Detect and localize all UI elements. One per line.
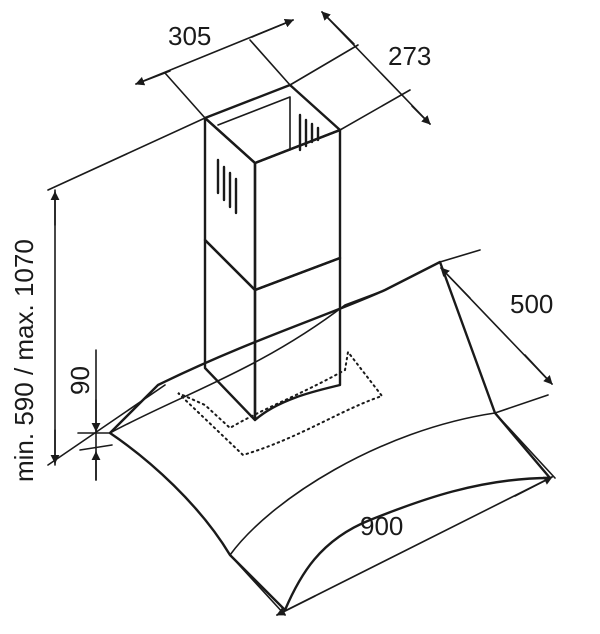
glass-canopy [108,260,552,612]
chimney [203,83,342,422]
dim-total-height: min. 590 / max. 1070 [9,117,206,482]
chimney-lower-right-face [253,256,342,422]
vent-slots-left [216,158,238,215]
chimney-lower-left-face [203,238,257,422]
vent-slots-inner [298,113,320,152]
canopy-back-edge [109,289,386,434]
canopy-front-edge [229,412,496,556]
chimney-top-opening [203,83,342,165]
chimney-inner-back [217,96,291,151]
label-chimney-depth: 273 [388,41,431,71]
label-chimney-width: 305 [168,21,211,51]
dim-chimney-depth: 273 [289,11,431,131]
dim-chimney-width: 305 [135,18,294,119]
dim-hood-width: 900 [229,412,556,616]
label-total-height: min. 590 / max. 1070 [9,239,39,482]
label-hood-width: 900 [360,511,403,541]
label-hood-depth: 500 [510,289,553,319]
dim-hood-depth: 500 [439,249,553,414]
label-glass-thickness: 90 [65,366,95,395]
chimney-upper-right-face [253,128,342,292]
dim-glass-thickness: 90 [65,349,113,481]
